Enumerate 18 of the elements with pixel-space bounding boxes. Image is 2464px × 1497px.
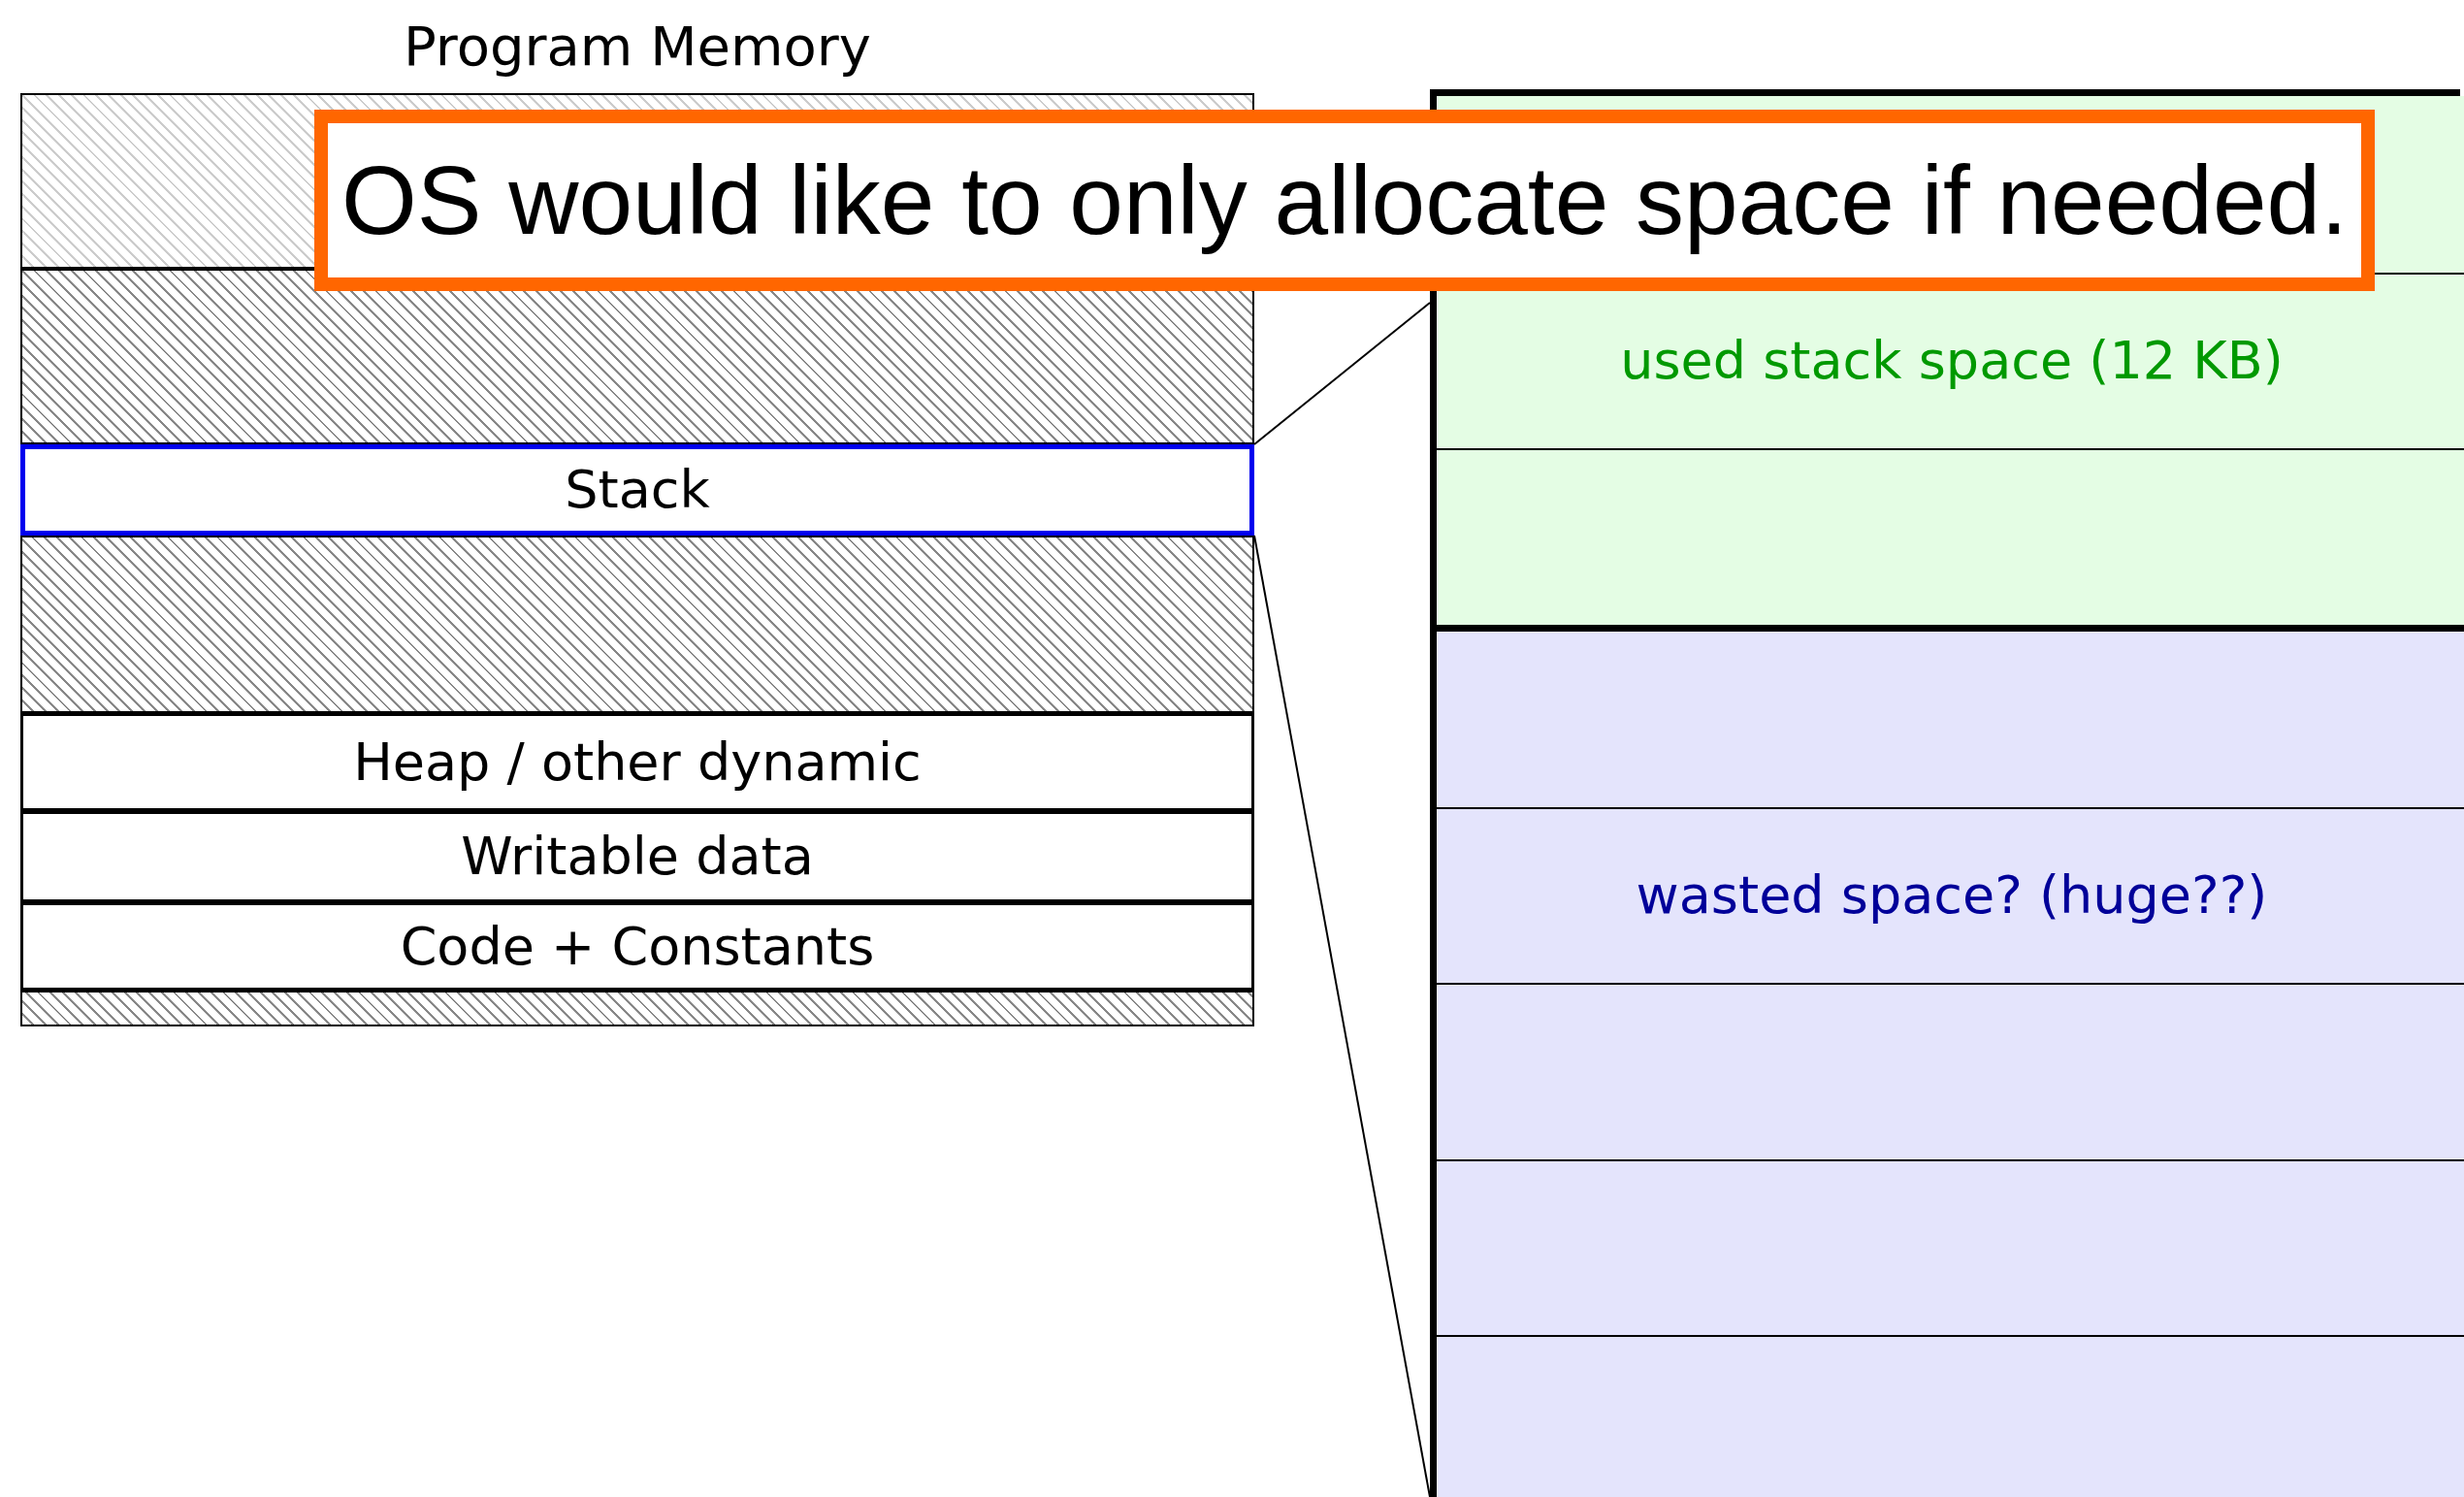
- stack-region: [20, 444, 1254, 536]
- data-region: [20, 811, 1254, 902]
- unused-region: [20, 269, 1254, 444]
- region-label: Stack: [564, 458, 711, 522]
- code-region: [20, 902, 1254, 991]
- region-label: wasted space? (huge??): [1635, 863, 2269, 927]
- region-label: Writable data: [460, 825, 815, 889]
- zoom-line: [1253, 535, 1431, 1497]
- region-label: Heap / other dynamic: [352, 731, 923, 795]
- region-label: used stack space (12 KB): [1619, 329, 2285, 393]
- unused-region: [20, 991, 1254, 1026]
- heap-region: [20, 713, 1254, 811]
- column-title: Program Memory: [403, 15, 872, 78]
- wasted-space-region: [1437, 625, 2464, 1497]
- unused-region: [20, 536, 1254, 713]
- callout-toast: [314, 110, 2375, 291]
- region-label: Code + Constants: [399, 915, 876, 979]
- callout-text: OS would like to only allocate space if needed.: [341, 145, 2348, 256]
